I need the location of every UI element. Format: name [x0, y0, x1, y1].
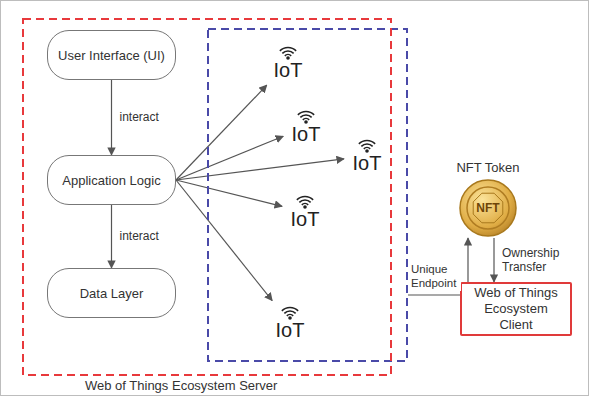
wifi-arc — [298, 112, 314, 115]
server-region: User Interface (UI) Application LogicData… — [22, 18, 392, 394]
iot-logo-text: IoT — [286, 123, 326, 145]
region-heading: Web of Things Ecosystem Server — [85, 378, 277, 393]
client-box: Web of Things Ecosystem Client — [460, 282, 572, 336]
wifi-arc — [285, 55, 291, 56]
box-label: Data Layer — [80, 286, 144, 301]
iot-device: IoT — [286, 107, 326, 147]
nft-token: NFT TokenNFT — [448, 160, 528, 238]
iot-logo-text: IoT — [285, 208, 325, 230]
wifi-symbol — [286, 107, 326, 125]
connector-arrow — [176, 85, 267, 180]
iot-logo-text: IoT — [268, 59, 308, 81]
wifi-arc — [300, 115, 311, 117]
iot-device: IoT — [347, 136, 387, 176]
iot-logo-text: IoT — [270, 319, 310, 341]
box-label: Web of Things Ecosystem Client — [470, 285, 562, 334]
dashed-border — [208, 29, 407, 361]
iot-device: IoT — [268, 43, 308, 83]
wifi-arc — [284, 311, 295, 313]
wifi-symbol — [285, 192, 325, 210]
connector-arrow — [408, 238, 468, 295]
wifi-arc — [359, 141, 375, 144]
wifi-symbol — [270, 303, 310, 321]
connector-arrow — [176, 180, 272, 301]
wifi-arc — [297, 197, 313, 200]
connector-arrow — [176, 180, 282, 206]
token-heading: NFT Token — [448, 160, 528, 176]
connector-arrow — [176, 159, 344, 180]
coin-mark: NFT — [448, 200, 528, 216]
connector-arrow — [111, 205, 112, 268]
connector-arrow — [111, 80, 112, 155]
wifi-symbol — [268, 43, 308, 61]
layer-box: Application Logic — [47, 155, 176, 205]
wifi-arc — [280, 48, 296, 51]
dashed-border — [23, 19, 391, 375]
layer-box: Data Layer — [47, 268, 176, 318]
edge-label: interact — [120, 229, 159, 243]
wifi-arc — [361, 144, 372, 146]
iot-logo-text: IoT — [347, 152, 387, 174]
edge-label: Unique Endpoint — [411, 263, 461, 291]
iot-device: IoT — [270, 303, 310, 343]
wifi-arc — [299, 200, 310, 202]
wifi-arc — [302, 204, 308, 205]
connector-arrow — [493, 238, 494, 282]
box-label: User Interface (UI) — [58, 48, 165, 63]
edge-label: Ownership Transfer — [502, 246, 576, 275]
wifi-arc — [282, 308, 298, 311]
group-outline — [207, 28, 408, 362]
wifi-arc — [287, 315, 293, 316]
iot-device: IoT — [285, 192, 325, 232]
region-outline — [22, 18, 392, 378]
wifi-symbol — [347, 136, 387, 154]
device-group: IoT IoT IoT IoT IoT — [207, 28, 408, 362]
wifi-arc — [282, 51, 293, 53]
box-label: Application Logic — [62, 173, 160, 188]
wifi-arc — [364, 148, 370, 149]
edge-label: interact — [120, 110, 159, 124]
layer-box: User Interface (UI) — [47, 30, 176, 80]
wifi-arc — [303, 119, 309, 120]
